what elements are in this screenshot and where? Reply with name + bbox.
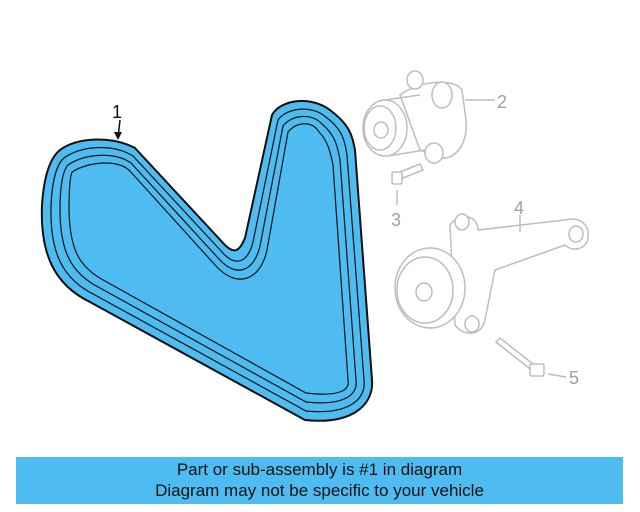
callout-2: 2 bbox=[497, 92, 507, 112]
tensioner-part-2[interactable] bbox=[362, 70, 495, 164]
belt-inner-rib-3 bbox=[68, 123, 349, 395]
belt-part-1[interactable] bbox=[40, 99, 374, 422]
banner-line-part-reference: Part or sub-assembly is #1 in diagram bbox=[176, 460, 463, 479]
callout-3: 3 bbox=[391, 210, 401, 230]
belt-inner-rib-1 bbox=[50, 108, 365, 413]
callout-1-label: 1 bbox=[112, 102, 122, 122]
callout-4: 4 bbox=[514, 198, 524, 218]
info-banner: Part or sub-assembly is #1 in diagram Di… bbox=[16, 457, 623, 504]
idler-pulley-bracket-part-4[interactable] bbox=[394, 213, 589, 334]
callout-2-label: 2 bbox=[497, 92, 507, 112]
callout-5: 5 bbox=[569, 368, 579, 388]
belt-inner-rib-2 bbox=[59, 115, 357, 404]
bolt-part-5[interactable] bbox=[494, 336, 567, 378]
callout-1: 1 bbox=[112, 102, 122, 140]
callout-4-label: 4 bbox=[514, 198, 524, 218]
parts-diagram: 1 2 3 bbox=[40, 70, 589, 422]
callout-5-label: 5 bbox=[569, 368, 579, 388]
bolt-part-3[interactable] bbox=[391, 163, 425, 205]
belt-outer bbox=[40, 99, 374, 422]
callout-3-label: 3 bbox=[391, 210, 401, 230]
banner-line-disclaimer: Diagram may not be specific to your vehi… bbox=[155, 481, 484, 500]
